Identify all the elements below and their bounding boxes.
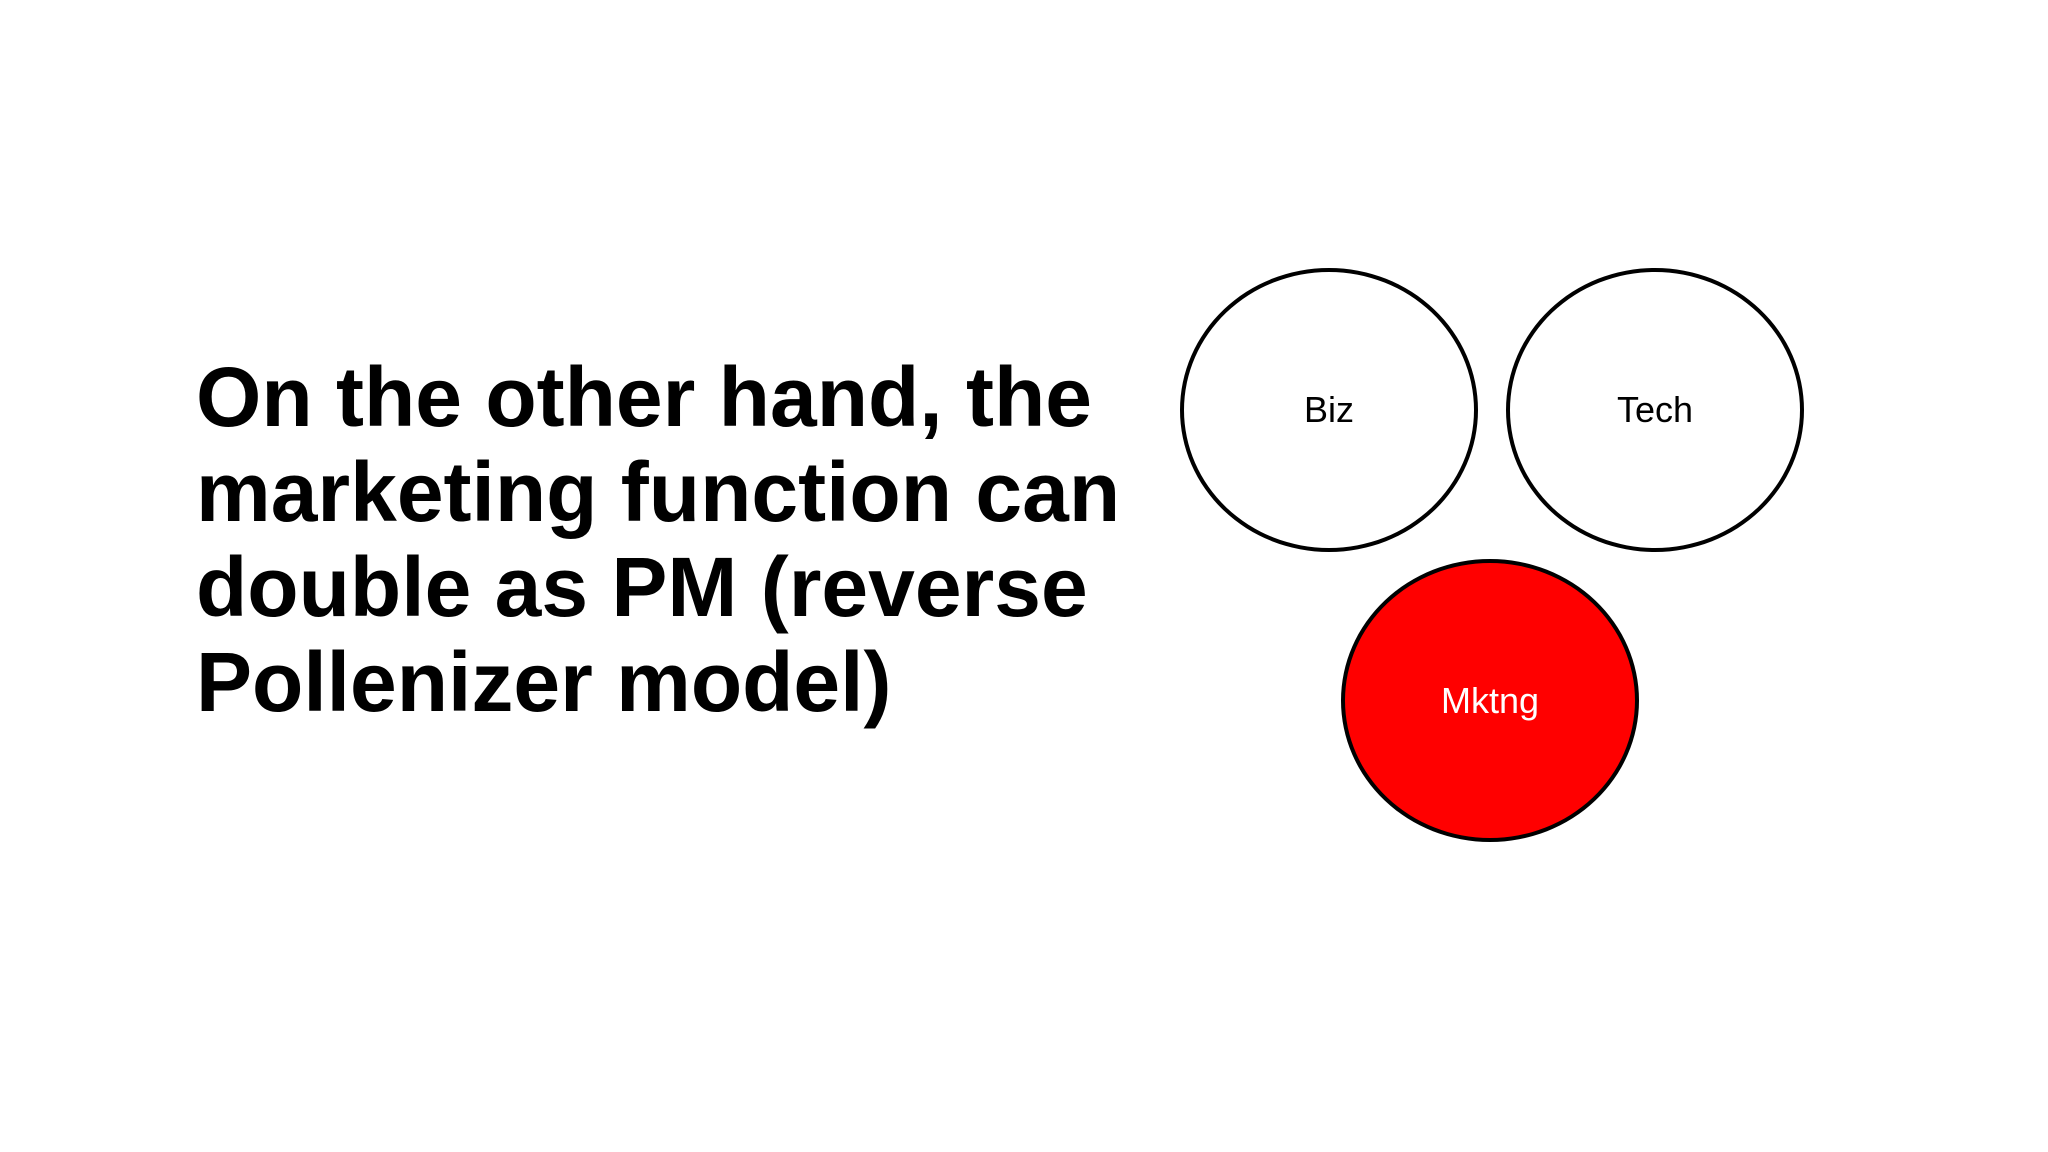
slide-heading: On the other hand, the marketing functio… [196, 350, 1121, 730]
marketing-circle: Mktng [1341, 559, 1639, 842]
tech-circle: Tech [1506, 268, 1804, 552]
biz-circle: Biz [1180, 268, 1478, 552]
marketing-label: Mktng [1440, 679, 1540, 721]
heading-line-1: On the other hand, the [196, 350, 1092, 444]
biz-label: Biz [1303, 389, 1354, 430]
heading-line-3: double as PM (reverse [196, 540, 1088, 634]
heading-line-2: marketing function can [196, 445, 1121, 539]
heading-line-4: Pollenizer model) [196, 635, 892, 729]
tech-label: Tech [1616, 389, 1694, 430]
